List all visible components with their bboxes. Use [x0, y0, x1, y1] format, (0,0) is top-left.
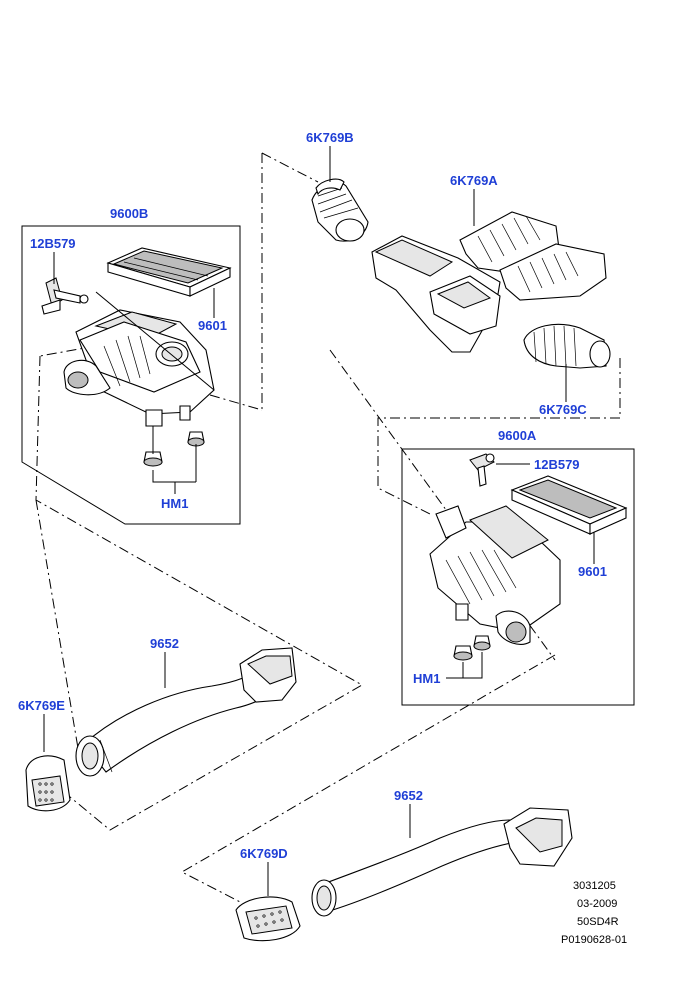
- intake-plenum-duct-6k769a: [371, 211, 607, 353]
- callout-12b579-right: 12B579: [534, 457, 580, 472]
- air-inlet-snorkel-6k769e: [25, 755, 71, 812]
- callout-9600a: 9600A: [498, 428, 537, 443]
- callout-6k769a: 6K769A: [450, 173, 498, 188]
- callout-12b579-left: 12B579: [30, 236, 76, 251]
- air-cleaner-housing-left: [63, 291, 215, 427]
- air-cleaner-housing-right: [429, 505, 561, 645]
- callout-6k769e: 6K769E: [18, 698, 65, 713]
- reference-line-4: P0190628-01: [561, 934, 627, 946]
- air-inlet-snorkel-6k769d: [235, 896, 301, 942]
- grommets-hm1-left: [143, 431, 205, 467]
- callout-hm1-right: HM1: [413, 671, 440, 686]
- reference-block: 3031205 03-2009 50SD4R P0190628-01: [561, 880, 627, 946]
- callout-9652-lower: 9652: [394, 788, 423, 803]
- callout-9652-upper: 9652: [150, 636, 179, 651]
- grommets-hm1-right: [453, 635, 491, 661]
- leader-lines: [43, 146, 595, 896]
- callout-6k769b: 6K769B: [306, 130, 354, 145]
- assembly-box-9600b: [21, 225, 241, 525]
- dash-dot-connection-lines: [35, 152, 621, 906]
- mass-air-flow-sensor-left: [41, 277, 89, 315]
- reference-line-3: 50SD4R: [577, 916, 619, 928]
- callout-9601-left: 9601: [198, 318, 227, 333]
- assembly-box-9600a: [401, 448, 635, 706]
- callout-6k769c: 6K769C: [539, 402, 587, 417]
- reference-line-1: 3031205: [573, 880, 616, 892]
- air-intake-tube-lower: [311, 807, 573, 917]
- reference-line-2: 03-2009: [577, 898, 617, 910]
- air-filter-element-left: [106, 247, 232, 297]
- mass-air-flow-sensor-right: [469, 453, 495, 487]
- intake-hose-6k769b: [311, 178, 369, 242]
- callout-labels: 6K769B 6K769A 9600B 12B579 9601 HM1 6K76…: [18, 130, 607, 861]
- callout-6k769d: 6K769D: [240, 846, 288, 861]
- callout-9601-right: 9601: [578, 564, 607, 579]
- intake-hose-6k769c: [523, 323, 611, 369]
- callout-9600b: 9600B: [110, 206, 148, 221]
- air-intake-tube-upper: [75, 647, 297, 777]
- callout-hm1-left: HM1: [161, 496, 188, 511]
- air-filter-element-right: [510, 475, 628, 535]
